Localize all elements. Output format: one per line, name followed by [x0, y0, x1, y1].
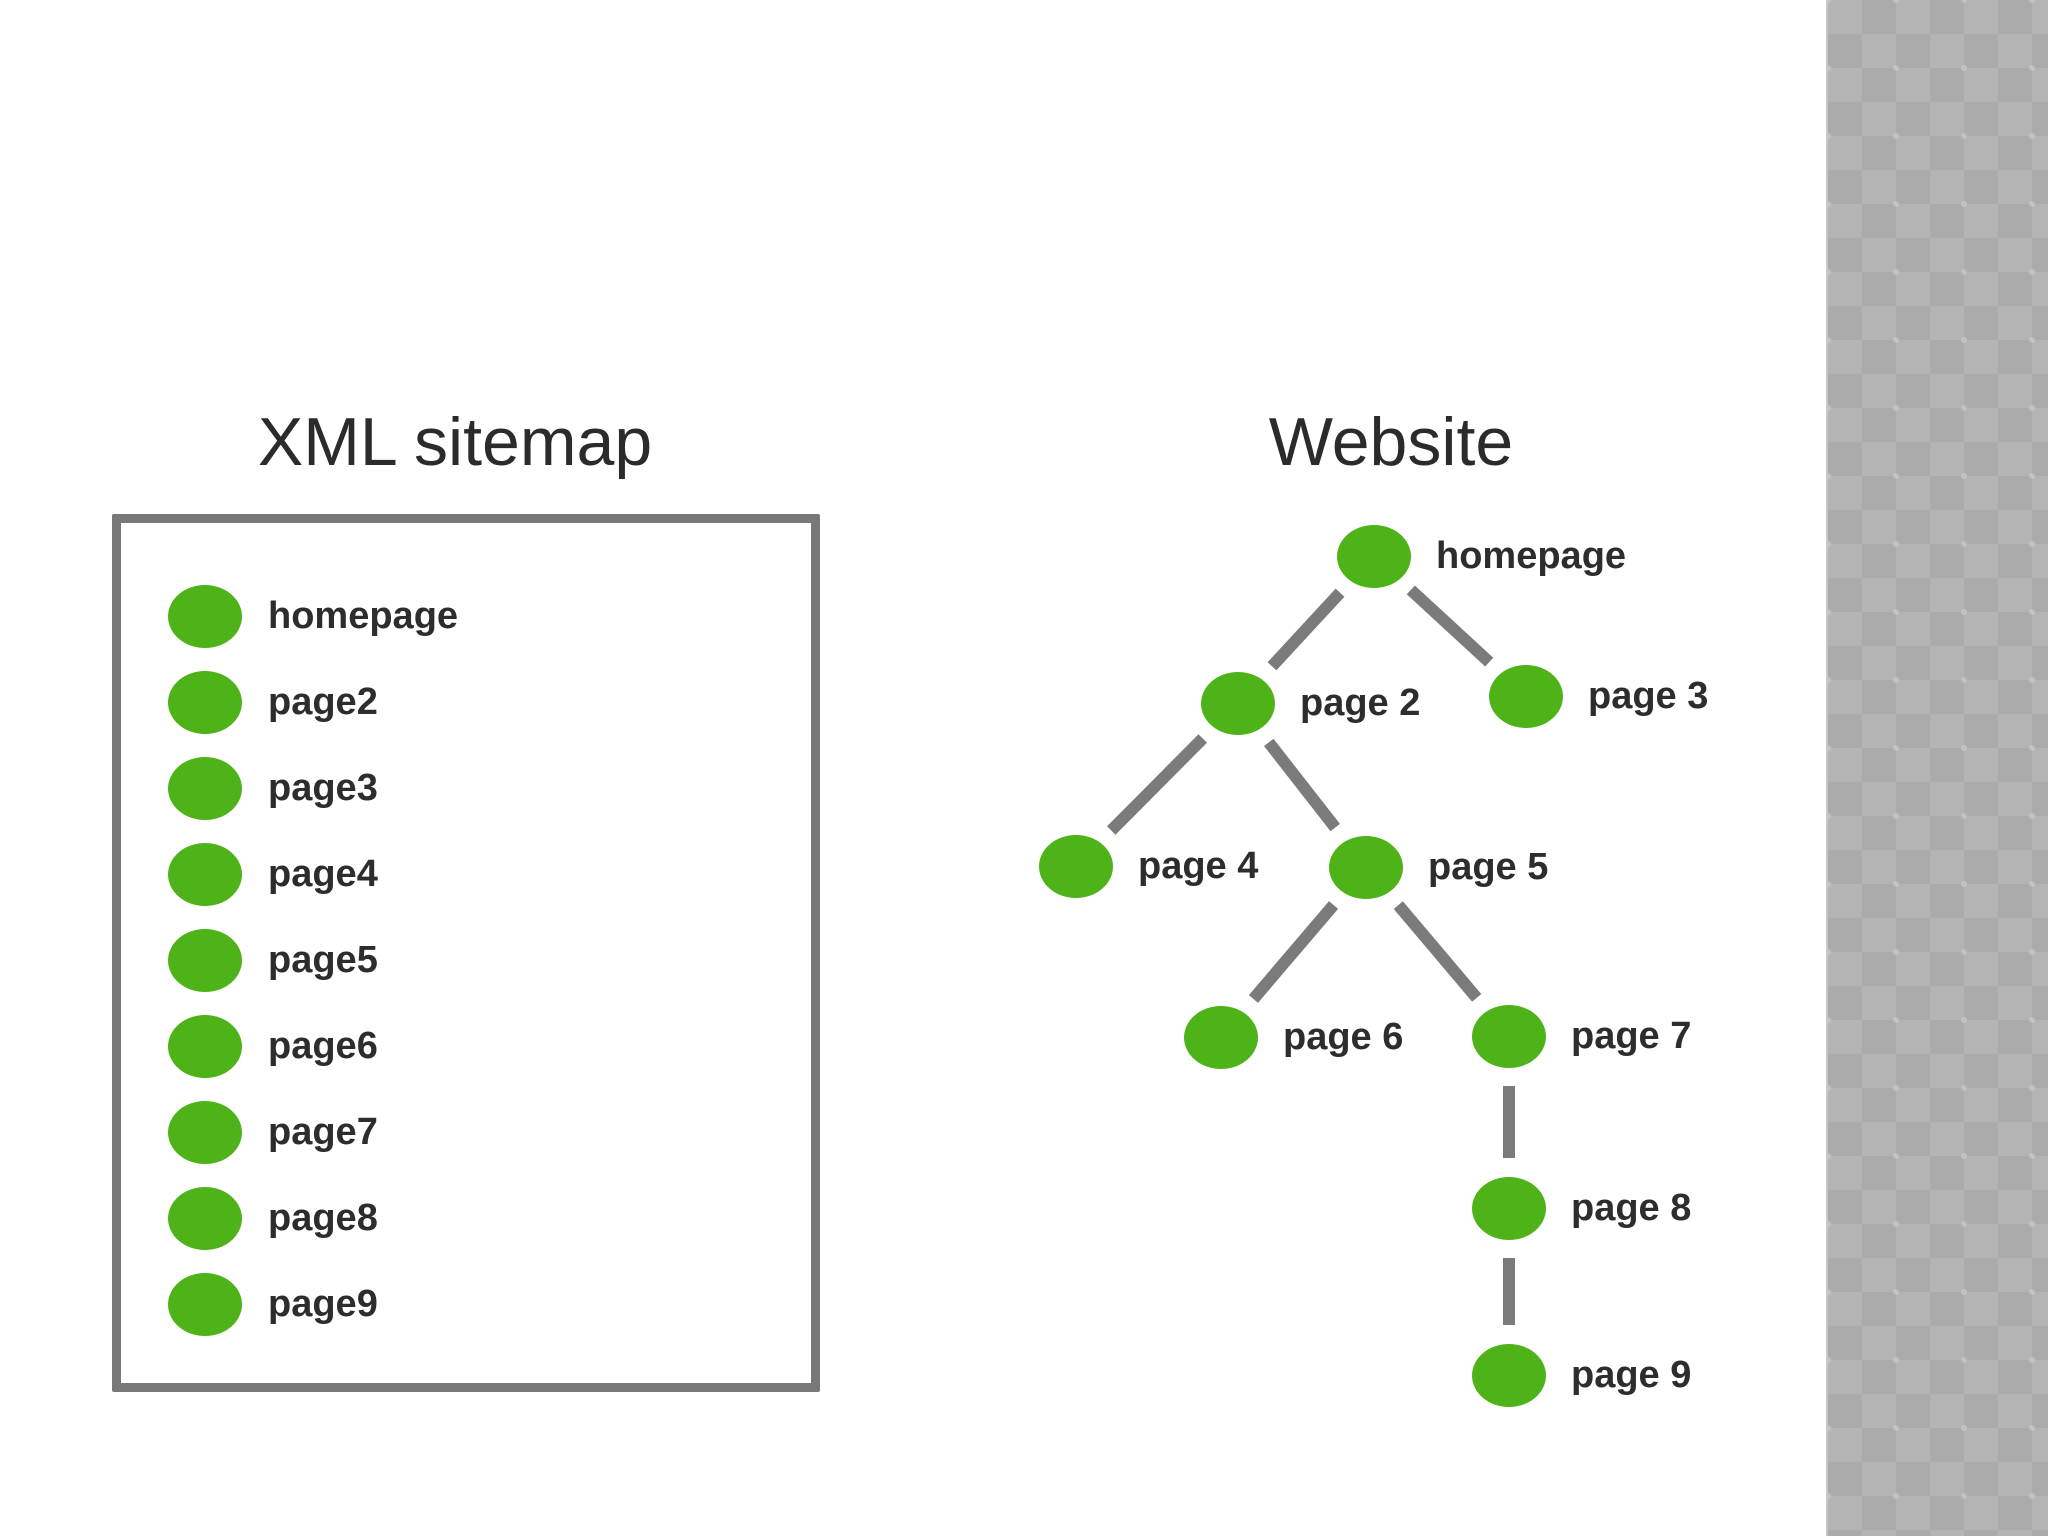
tree-node-page5 [1329, 835, 1403, 899]
tree-edge-page5-page6 [1248, 901, 1339, 1003]
website-title: Website [1268, 404, 1514, 480]
tree-node-label-page6: page 6 [1283, 1016, 1404, 1058]
tree-node-page2 [1201, 671, 1275, 735]
tree-edge-page2-page4 [1106, 734, 1208, 835]
tree-node-page9 [1472, 1343, 1546, 1407]
sitemap-item-label: page2 [268, 681, 378, 723]
sitemap-bullet-circle-homepage [168, 584, 242, 648]
tree-edge-page2-page5 [1264, 738, 1340, 832]
sitemap-item-label: page5 [268, 939, 378, 981]
tree-node-page8 [1472, 1176, 1546, 1240]
sitemap-bullet-circle-page8 [168, 1186, 242, 1250]
xml-sitemap-title: XML sitemap [257, 404, 653, 480]
tree-node-label-page4: page 4 [1138, 845, 1259, 887]
tree-node-page4 [1039, 834, 1113, 898]
sitemap-bullet-circle-page4 [168, 842, 242, 906]
sitemap-bullet-circle-page5 [168, 928, 242, 992]
tree-node-label-homepage: homepage [1436, 535, 1627, 577]
tree-edge-homepage-page3 [1406, 585, 1494, 667]
sitemap-bullet-circle-page6 [168, 1014, 242, 1078]
tree-node-label-page3: page 3 [1588, 675, 1709, 717]
sitemap-item-label: page4 [268, 853, 378, 895]
sitemap-item-label: page6 [268, 1025, 378, 1067]
sitemap-bullet-circle-page9 [168, 1272, 242, 1336]
tree-node-label-page2: page 2 [1300, 682, 1421, 724]
sitemap-bullet-circle-page3 [168, 756, 242, 820]
tree-node-page6 [1184, 1005, 1258, 1069]
sitemap-item-label: page9 [268, 1283, 378, 1325]
sitemap-bullet-circle-page2 [168, 670, 242, 734]
tree-node-label-page7: page 7 [1571, 1015, 1692, 1057]
sitemap-item-label: page8 [268, 1197, 378, 1239]
sitemap-bullet-circle-page7 [168, 1100, 242, 1164]
tree-node-homepage [1337, 524, 1411, 588]
sitemap-item-label: homepage [268, 595, 459, 637]
tree-node-label-page8: page 8 [1571, 1187, 1692, 1229]
tree-node-label-page5: page 5 [1428, 846, 1549, 888]
tree-node-label-page9: page 9 [1571, 1354, 1692, 1396]
tree-node-page7 [1472, 1004, 1546, 1068]
sitemap-item-label: page3 [268, 767, 378, 809]
tree-node-page3 [1489, 664, 1563, 728]
tree-edge-homepage-page2 [1267, 588, 1345, 671]
tree-edge-page5-page7 [1393, 901, 1482, 1002]
sitemap-item-label: page7 [268, 1111, 378, 1153]
slide-side-strip-pattern [1826, 0, 2048, 1536]
